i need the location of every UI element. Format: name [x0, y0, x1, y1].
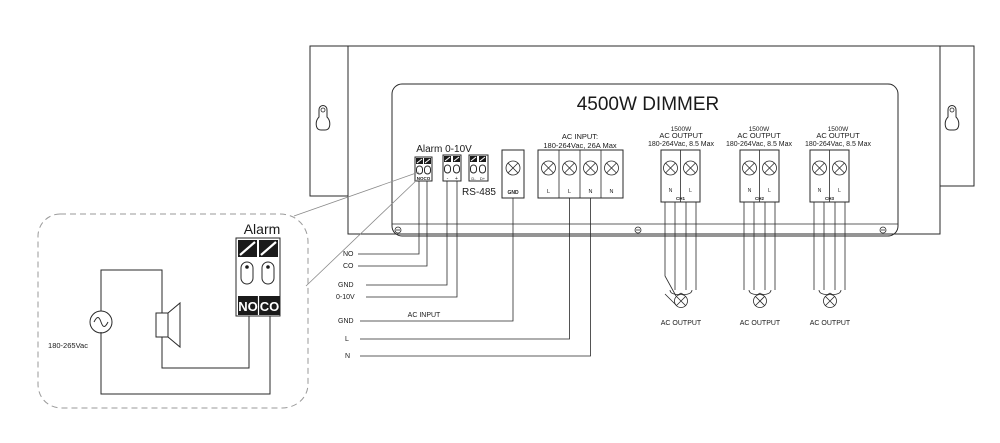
output-range: 180-264Vac, 8.5 Max — [648, 141, 715, 148]
ac-input-pin-label: L — [568, 189, 571, 195]
gnd-terminal-label: GND — [507, 190, 519, 196]
device-title: 4500W DIMMER — [577, 94, 720, 115]
ac-input-header: AC INPUT: — [562, 132, 598, 141]
output-pin-l: L — [768, 188, 771, 194]
output-pin-l: L — [838, 188, 841, 194]
output-pin-l: L — [689, 188, 692, 194]
output-channel-3: 1500W AC OUTPUT 180-264Vac, 8.5 Max N L … — [805, 126, 872, 203]
output-load-label: AC OUTPUT — [740, 320, 781, 327]
wires — [358, 181, 846, 357]
ac-input-rating: 180-264Vac, 26A Max — [543, 141, 616, 150]
ac-input-pin-label: L — [547, 189, 550, 195]
panel-screw-right — [879, 226, 887, 234]
panel-screw-left — [394, 226, 402, 234]
rs485-pin-dminus: D- — [471, 176, 476, 181]
wire-label-zero-ten: 0-10V — [336, 294, 355, 301]
output-pin-n: N — [669, 188, 673, 194]
wire-label-line: L — [345, 336, 349, 343]
alarm-zero-ten-label: Alarm 0-10V — [416, 144, 472, 155]
wire-label-gnd-ac: GND — [338, 318, 354, 325]
output-load-label: AC OUTPUT — [810, 320, 851, 327]
ac-input-pin-label: N — [589, 189, 593, 195]
detail-pin-co: CO — [260, 299, 280, 314]
output-power: 1500W — [828, 126, 849, 133]
detail-pin-no: NO — [238, 299, 258, 314]
zoom-callout-lines — [293, 171, 420, 287]
ac-input-pin-label: N — [610, 189, 614, 195]
lamp-icon — [674, 294, 688, 308]
output-range: 180-264Vac, 8.5 Max — [726, 141, 793, 148]
detail-alarm-title: Alarm — [244, 221, 281, 237]
output-load-label: AC OUTPUT — [661, 320, 702, 327]
wire-label-neutral: N — [345, 353, 350, 360]
keyhole-slot-right — [944, 105, 960, 131]
output-channel-label: CH3 — [825, 196, 834, 201]
rs485-pin-dplus: D+ — [480, 176, 486, 181]
keyhole-slot-left — [315, 105, 331, 131]
output-power: 1500W — [749, 126, 770, 133]
zero-ten-pin-minus: - — [447, 176, 449, 182]
output-channel-label: CH2 — [755, 196, 764, 201]
alarm-detail-inset: Alarm NO CO 180-265Vac — [37, 213, 309, 409]
output-header: AC OUTPUT — [659, 131, 703, 140]
output-header: AC OUTPUT — [816, 131, 860, 140]
rs485-label: RS-485 — [462, 187, 496, 198]
output-pin-n: N — [818, 188, 822, 194]
wire-label-no: NO — [343, 251, 354, 258]
zero-ten-pin-plus: + — [455, 176, 458, 182]
wire-label-gnd-control: GND — [338, 282, 354, 289]
rs485-terminal: D- D+ — [468, 154, 489, 182]
output-channel-1: 1500W AC OUTPUT 180-264Vac, 8.5 Max N L … — [648, 126, 715, 203]
wire-label-ac-input: AC INPUT — [408, 312, 441, 319]
speaker-icon — [155, 301, 181, 349]
output-power: 1500W — [671, 126, 692, 133]
output-header: AC OUTPUT — [737, 131, 781, 140]
alarm-pin-label: NOCO — [417, 176, 431, 181]
detail-alarm-terminal: NO CO — [235, 237, 281, 317]
gnd-terminal: GND — [501, 149, 525, 199]
output-channel-label: CH1 — [676, 196, 685, 201]
lamp-icon — [823, 294, 837, 308]
enclosure — [309, 45, 975, 237]
output-channel-2: 1500W AC OUTPUT 180-264Vac, 8.5 Max N L … — [726, 126, 793, 203]
ac-source-icon — [89, 310, 113, 334]
detail-source-voltage: 180-265Vac — [48, 341, 88, 350]
output-range: 180-264Vac, 8.5 Max — [805, 141, 872, 148]
wire-label-co: CO — [343, 263, 354, 270]
panel-screw-center — [634, 226, 642, 234]
zero-ten-terminal: - + — [442, 154, 462, 182]
alarm-terminal: NOCO — [414, 156, 433, 182]
ac-input-terminal: L L N N — [537, 149, 624, 199]
lamp-icon — [753, 294, 767, 308]
output-pin-n: N — [748, 188, 752, 194]
